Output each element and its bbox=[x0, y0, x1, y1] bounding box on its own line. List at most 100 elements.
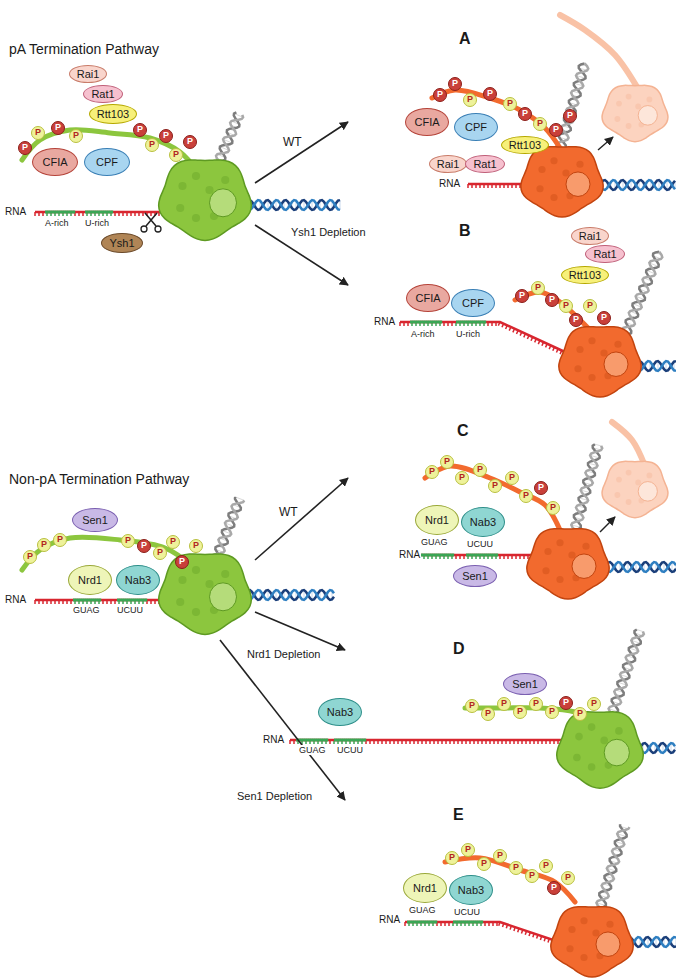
scissors-handle bbox=[141, 226, 147, 232]
annotation-label: A-rich bbox=[410, 330, 436, 340]
helix-rung bbox=[340, 200, 341, 210]
rna-motif bbox=[310, 739, 312, 742]
rna-motif bbox=[69, 211, 71, 214]
rna-motif bbox=[414, 321, 416, 324]
protein-factor: Rtt103 bbox=[89, 104, 137, 124]
helix-strand bbox=[556, 63, 588, 150]
rna-motif bbox=[75, 599, 77, 602]
rna-motif bbox=[53, 211, 55, 214]
rna-motif bbox=[492, 554, 494, 557]
rna-motif bbox=[480, 554, 482, 557]
rna-motif bbox=[471, 921, 473, 924]
phosphate-label: P bbox=[179, 557, 185, 567]
phosphate-label: P bbox=[22, 143, 28, 153]
phosphate-label: P bbox=[497, 851, 503, 861]
polymerase-texture bbox=[576, 161, 583, 168]
rna-motif bbox=[466, 554, 468, 557]
rna-motif bbox=[423, 921, 425, 924]
phosphate-mark: P bbox=[159, 129, 173, 143]
rna-motif bbox=[434, 321, 436, 324]
phosphate-label: P bbox=[27, 552, 33, 562]
polymerase-texture bbox=[647, 473, 653, 479]
phosphate-label: P bbox=[492, 481, 498, 491]
protein-factor: Nab3 bbox=[116, 565, 160, 595]
polymerase-texture bbox=[550, 157, 557, 164]
phosphate-mark: P bbox=[569, 313, 583, 327]
rna-motif bbox=[109, 211, 111, 214]
rna-motif bbox=[95, 211, 97, 214]
label-text: WT bbox=[282, 135, 303, 149]
rna-motif bbox=[422, 554, 424, 557]
helix-rung bbox=[637, 629, 643, 631]
label-text: RNA bbox=[4, 206, 27, 217]
polymerase-texture bbox=[582, 543, 589, 550]
rna-motif bbox=[47, 211, 49, 214]
rna-motif bbox=[304, 739, 306, 742]
rna-motif bbox=[63, 211, 65, 214]
rna-motif bbox=[139, 599, 141, 602]
phosphate-mark: P bbox=[518, 107, 532, 121]
annotation-label: GUAG bbox=[72, 606, 101, 616]
pathway-arrow bbox=[598, 137, 613, 150]
label-text: RNA bbox=[378, 914, 401, 925]
phosphate-label: P bbox=[173, 150, 179, 160]
rna-motif bbox=[419, 921, 421, 924]
phosphate-label: P bbox=[501, 699, 507, 709]
phosphate-label: P bbox=[550, 503, 556, 513]
protein-factor: Nab3 bbox=[449, 875, 493, 905]
rna-motif bbox=[433, 921, 435, 924]
polymerase-body bbox=[551, 907, 633, 977]
phosphate-label: P bbox=[141, 541, 147, 551]
phosphate-label: P bbox=[537, 119, 543, 129]
polymerase-texture bbox=[568, 926, 575, 933]
protein-name: CPF bbox=[96, 156, 118, 168]
polymerase-texture bbox=[573, 754, 581, 762]
polymerase-texture bbox=[600, 349, 607, 356]
helix-strand bbox=[609, 632, 644, 714]
polymerase-texture bbox=[176, 204, 184, 212]
rna-motif bbox=[137, 599, 139, 602]
rna-motif bbox=[410, 321, 412, 324]
phosphate-label: P bbox=[535, 283, 541, 293]
annotation-label: RNA bbox=[398, 549, 421, 560]
protein-name: Rat1 bbox=[473, 158, 496, 170]
polymerase-cleft bbox=[572, 554, 596, 579]
rna-motif bbox=[354, 739, 356, 742]
phosphate-label: P bbox=[509, 473, 515, 483]
ctd-tail bbox=[425, 466, 560, 530]
helix-rung bbox=[595, 444, 601, 446]
phosphate-mark: P bbox=[549, 123, 563, 137]
protein-name: Sen1 bbox=[462, 570, 488, 582]
protein-factor: Ysh1 bbox=[101, 233, 142, 253]
rna-motif bbox=[455, 921, 457, 924]
rna-motif bbox=[91, 211, 93, 214]
rna-motif bbox=[426, 554, 428, 557]
annotation-label: WT bbox=[278, 506, 299, 519]
helix-strand bbox=[571, 446, 602, 530]
phosphate-mark: P bbox=[597, 311, 611, 325]
rna-motif bbox=[356, 739, 358, 742]
rna-motif bbox=[462, 321, 464, 324]
rna-motif bbox=[424, 321, 426, 324]
rna-motif bbox=[119, 599, 121, 602]
label-text: D bbox=[452, 640, 466, 657]
rna-motif bbox=[117, 599, 119, 602]
phosphate-label: P bbox=[565, 873, 571, 883]
polymerase-texture bbox=[192, 608, 200, 616]
phosphate-mark: P bbox=[513, 705, 527, 719]
rna-motif bbox=[430, 321, 432, 324]
phosphate-mark: P bbox=[448, 77, 462, 91]
phosphate-mark: P bbox=[539, 859, 553, 873]
polymerase-texture bbox=[592, 929, 599, 936]
phosphate-mark: P bbox=[563, 109, 577, 123]
phosphate-mark: P bbox=[561, 871, 575, 885]
phosphate-label: P bbox=[481, 859, 487, 869]
protein-name: CPF bbox=[465, 121, 487, 133]
rna-strand bbox=[400, 322, 565, 354]
annotation-label: UCUU bbox=[336, 746, 364, 756]
label-text: Non-pA Termination Pathway bbox=[8, 471, 190, 487]
rna-polymerase bbox=[557, 712, 644, 788]
phosphate-mark: P bbox=[69, 129, 83, 143]
rna-motif bbox=[81, 599, 83, 602]
label-text: A bbox=[458, 30, 472, 47]
